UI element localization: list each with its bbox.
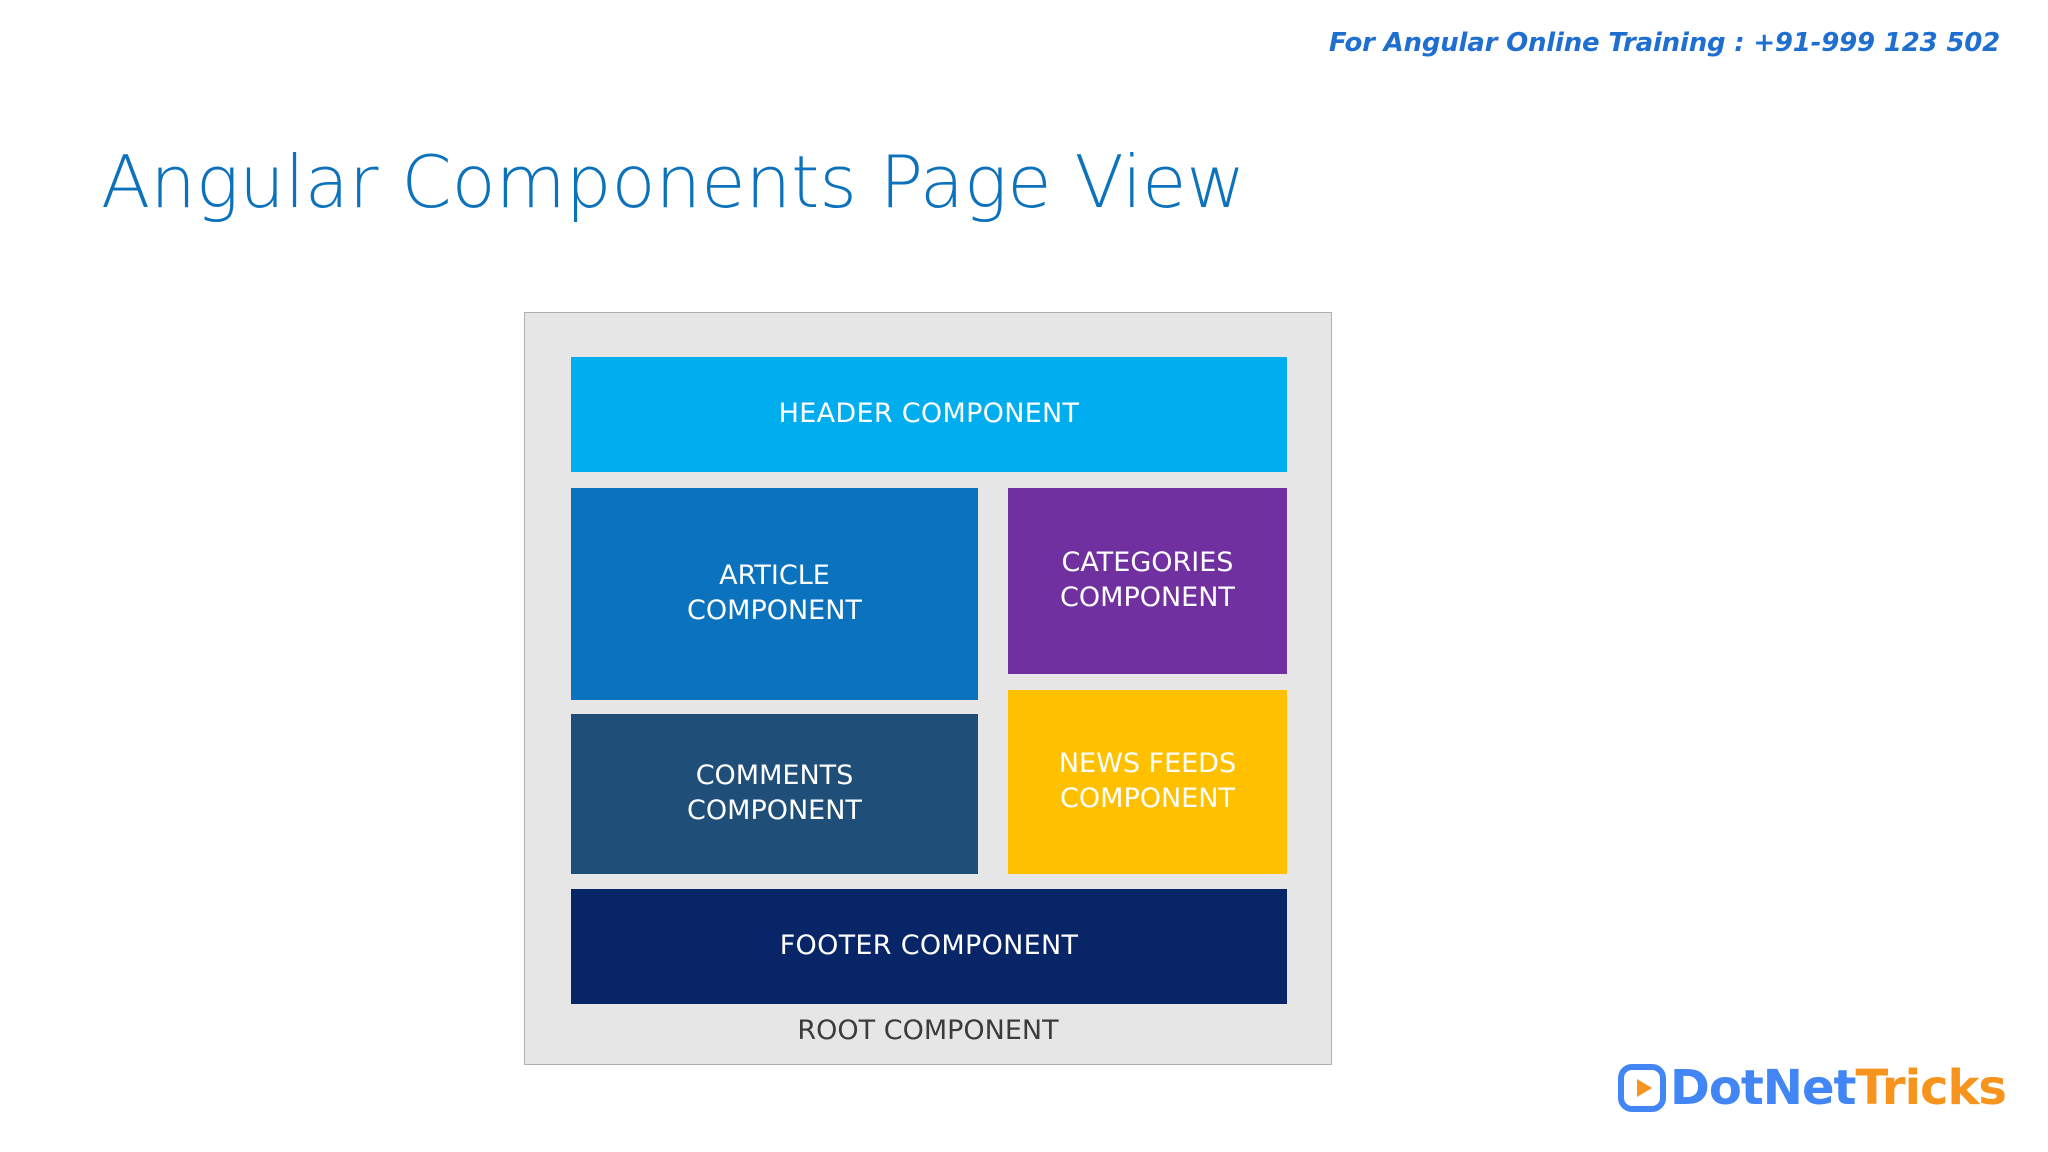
logo-word-dotnet: DotNet	[1670, 1060, 1856, 1116]
header-component-box: HEADER COMPONENT	[571, 357, 1287, 472]
training-contact-line: For Angular Online Training : +91-999 12…	[1328, 28, 2000, 58]
footer-component-box: FOOTER COMPONENT	[571, 889, 1287, 1004]
dotnettricks-logo: DotNet Tricks	[1618, 1060, 2007, 1116]
page-title: Angular Components Page View	[101, 140, 1246, 225]
root-component-label: ROOT COMPONENT	[797, 1015, 1059, 1046]
logo-word-tricks: Tricks	[1855, 1060, 2007, 1116]
play-button-icon	[1618, 1064, 1667, 1112]
